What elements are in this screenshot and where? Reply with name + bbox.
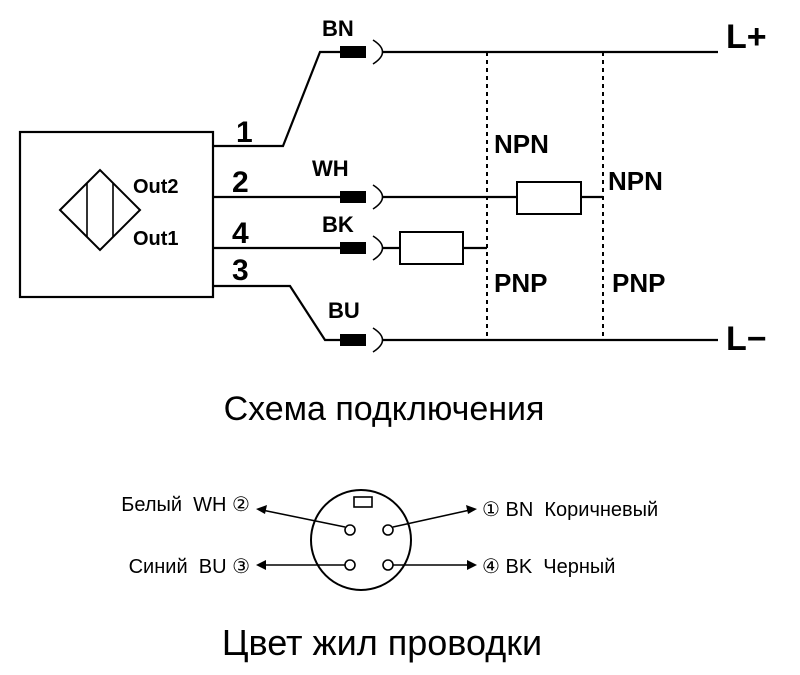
- load-resistor-bk: [399, 231, 464, 265]
- pin-number-4: 4: [232, 217, 249, 250]
- npn-label-left: NPN: [494, 129, 549, 159]
- connector-pin-4: [382, 559, 394, 571]
- wire-bn: [213, 50, 345, 148]
- connector-pin-1: [382, 524, 394, 536]
- arrow-wh: [256, 505, 346, 528]
- plug-bu: [340, 327, 384, 353]
- connector-caption: Цвет жил проводки: [222, 622, 542, 663]
- inductive-sensor-symbol: [58, 168, 142, 252]
- npn-label-right: NPN: [608, 166, 663, 196]
- arrow-bk: [393, 560, 477, 570]
- pin-number-3: 3: [232, 254, 249, 287]
- wire-bu: [213, 284, 345, 342]
- connector-face: [310, 489, 412, 591]
- wiring-caption: Схема подключения: [224, 390, 545, 428]
- load-resistor-wh: [516, 181, 582, 215]
- wire-code-bn: BN: [322, 16, 354, 41]
- connector-key: [353, 496, 373, 508]
- rail-positive-label: L+: [726, 18, 767, 56]
- pnp-label-left: PNP: [494, 268, 547, 298]
- sensor-body: [18, 130, 215, 299]
- out1-label: Out1: [133, 228, 179, 250]
- wire-code-bk: BK: [322, 212, 354, 237]
- pin-number-1: 1: [236, 116, 253, 149]
- plug-wh: [340, 184, 384, 210]
- wire-code-wh: WH: [312, 156, 349, 181]
- plug-bn: [340, 39, 384, 65]
- legend-black-bk: ④ BK Черный: [482, 556, 615, 578]
- arrow-bn: [392, 505, 477, 528]
- pin-number-2: 2: [232, 166, 249, 199]
- legend-blue-bu: Синий BU ③: [129, 556, 250, 578]
- connector-pin-3: [344, 559, 356, 571]
- rail-negative-label: L−: [726, 320, 767, 358]
- plug-bk: [340, 235, 384, 261]
- pnp-label-right: PNP: [612, 268, 665, 298]
- wire-code-bu: BU: [328, 298, 360, 323]
- legend-brown-bn: ① BN Коричневый: [482, 499, 658, 521]
- connector-pin-2: [344, 524, 356, 536]
- legend-white-wh: Белый WH ②: [121, 494, 250, 516]
- out2-label: Out2: [133, 176, 179, 198]
- arrow-bu: [256, 560, 345, 570]
